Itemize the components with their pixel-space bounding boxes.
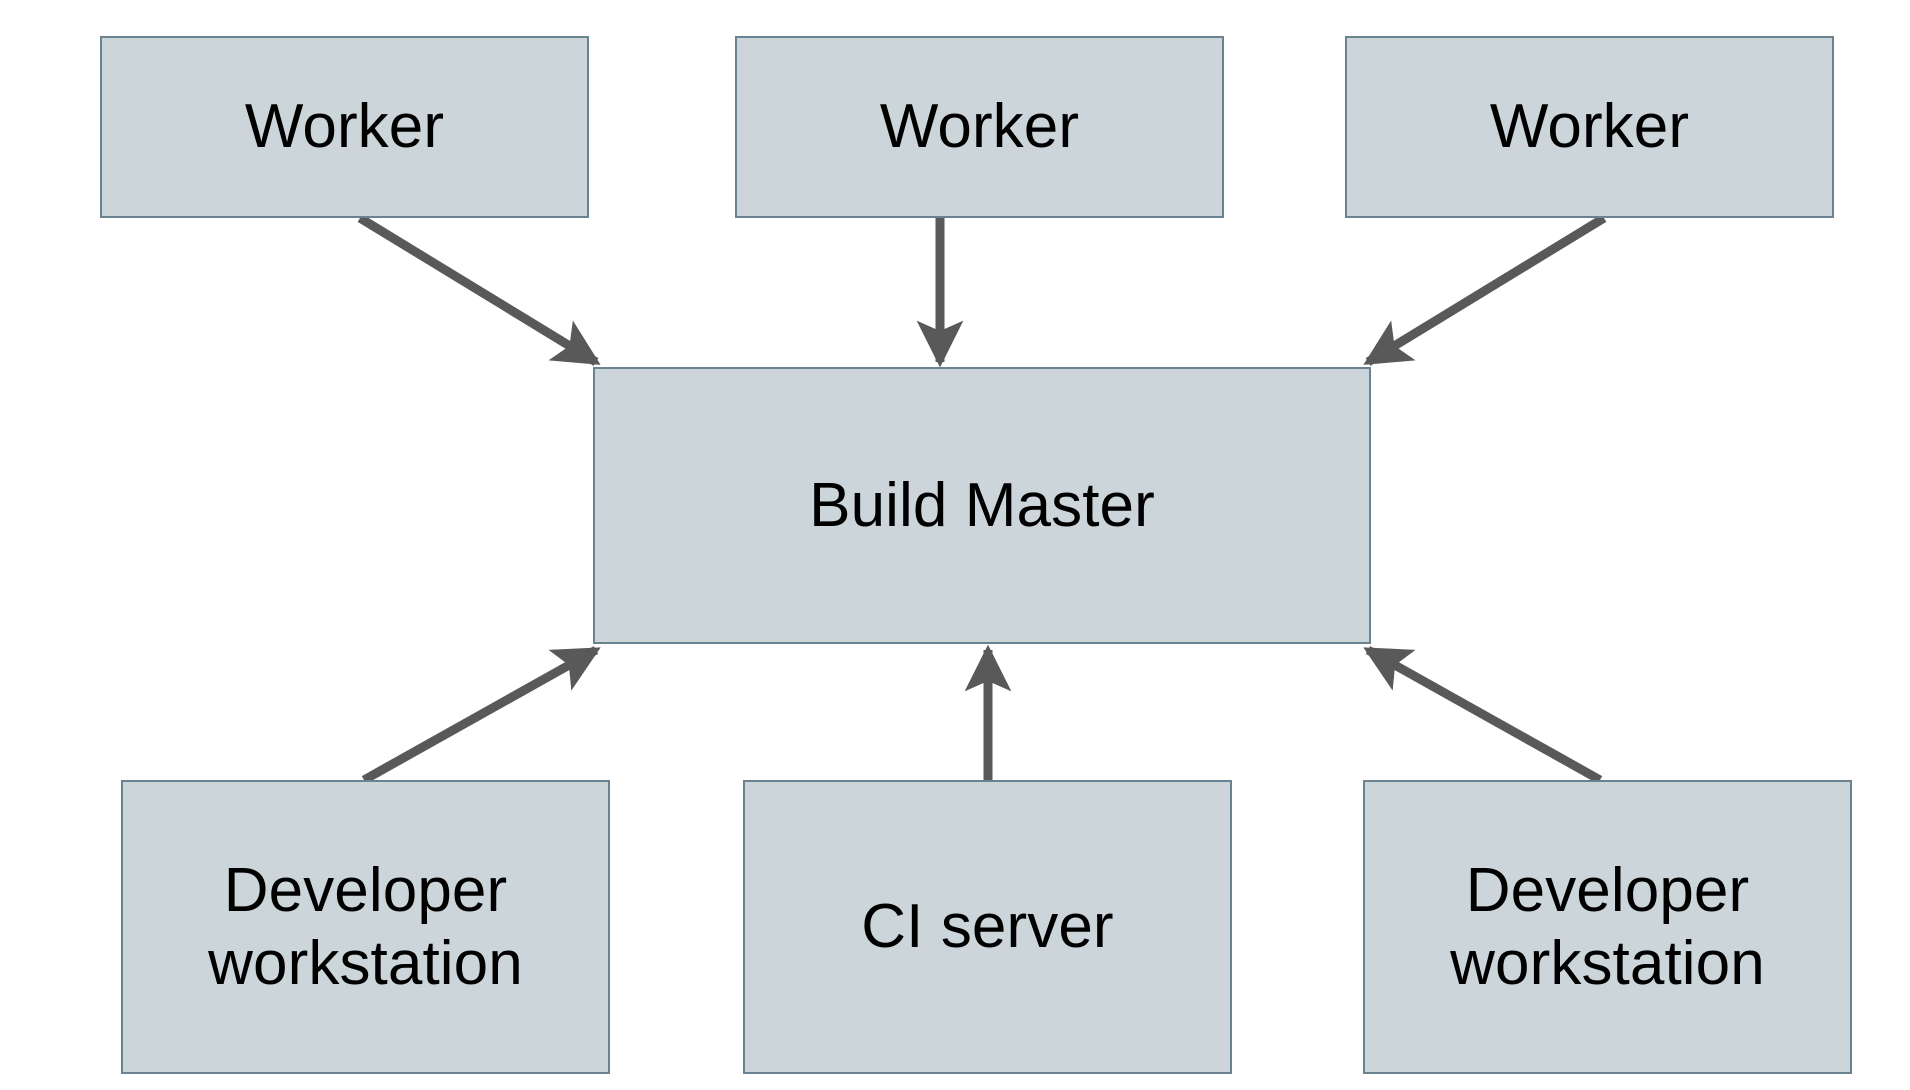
node-ci-server[interactable]: CI server xyxy=(743,780,1232,1074)
node-worker-3[interactable]: Worker xyxy=(1345,36,1834,218)
edge-dev-ws-right-to-build-master xyxy=(1363,646,1603,784)
node-ci-server-label: CI server xyxy=(861,892,1114,962)
node-developer-workstation-right[interactable]: Developer workstation xyxy=(1363,780,1852,1074)
node-build-master[interactable]: Build Master xyxy=(593,367,1371,644)
node-developer-workstation-left[interactable]: Developer workstation xyxy=(121,780,610,1074)
edge-worker-1-to-build-master xyxy=(357,214,601,366)
node-build-master-label: Build Master xyxy=(809,470,1155,540)
node-worker-2[interactable]: Worker xyxy=(735,36,1224,218)
node-worker-2-label: Worker xyxy=(879,92,1080,162)
node-developer-workstation-left-label: Developer workstation xyxy=(208,855,523,998)
edge-worker-3-to-build-master xyxy=(1363,214,1607,366)
node-worker-1-label: Worker xyxy=(244,92,445,162)
node-worker-1[interactable]: Worker xyxy=(100,36,589,218)
node-developer-workstation-right-label: Developer workstation xyxy=(1450,855,1765,998)
edge-dev-ws-left-to-build-master xyxy=(361,646,601,784)
node-worker-3-label: Worker xyxy=(1489,92,1690,162)
